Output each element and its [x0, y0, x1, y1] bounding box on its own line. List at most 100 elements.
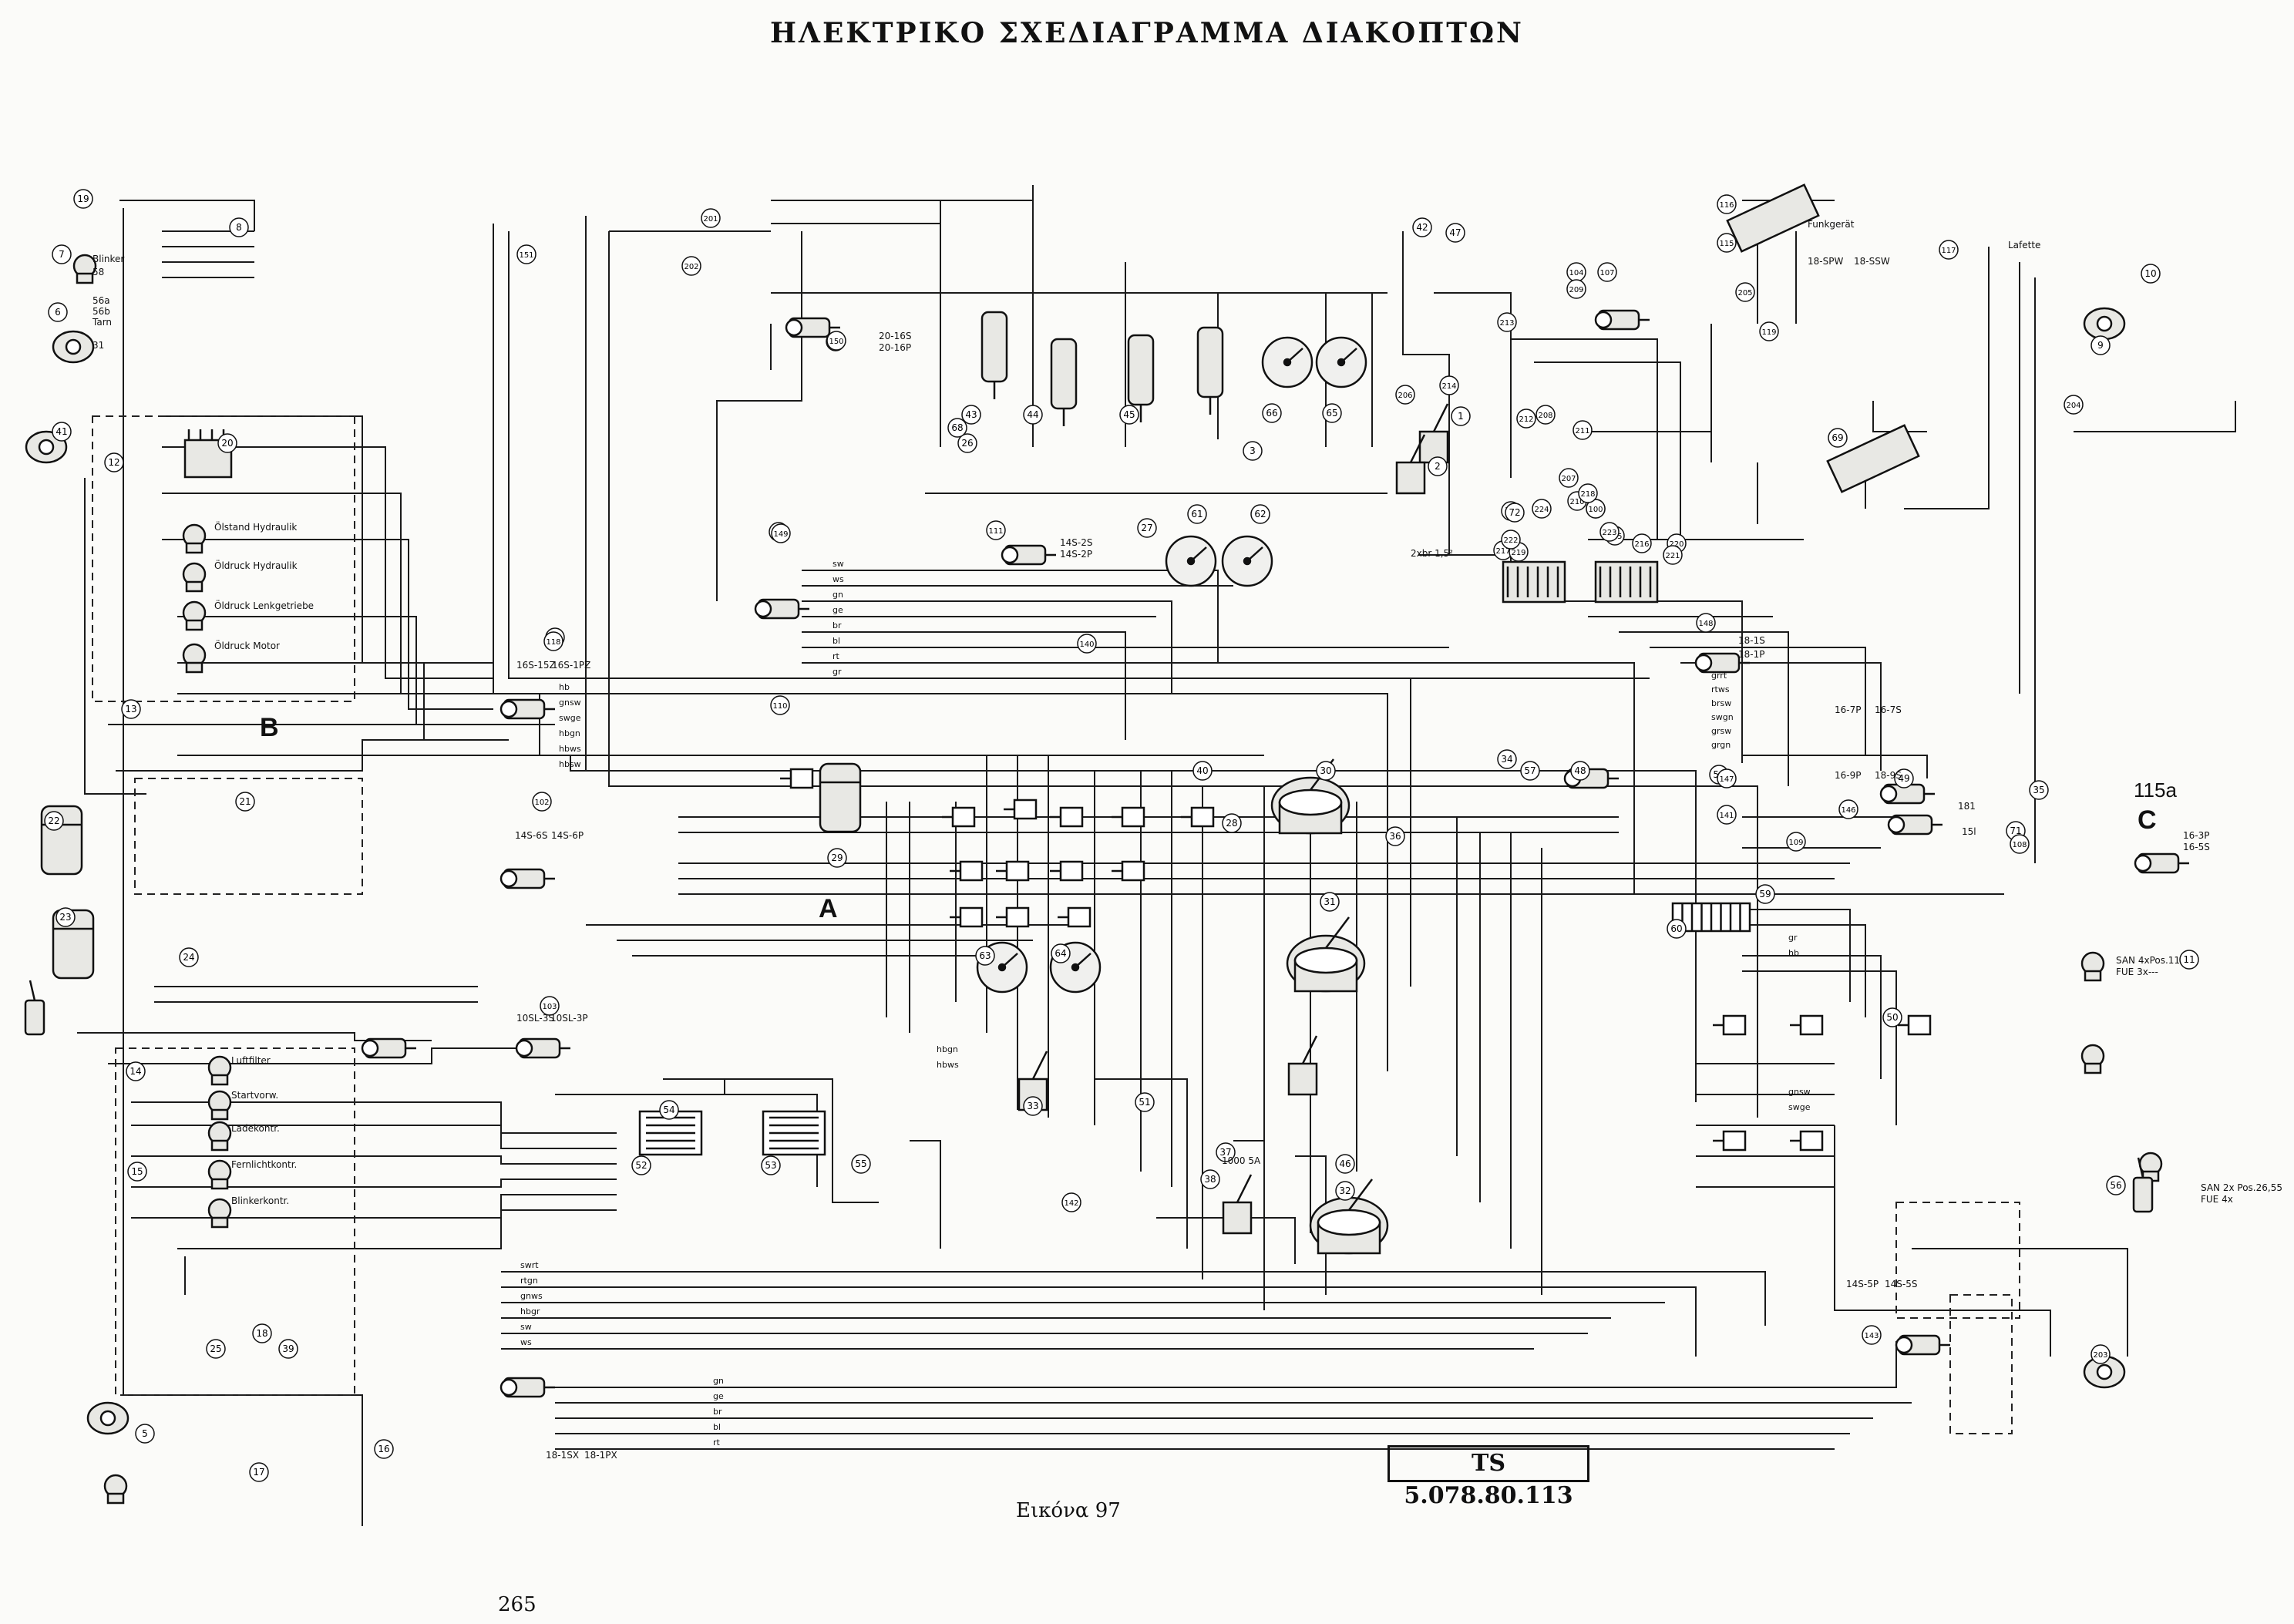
callout-53: 53 — [765, 1160, 776, 1171]
component-symbols — [24, 183, 2189, 1505]
callout-ring-56 — [2106, 1175, 2126, 1195]
callout-19: 19 — [77, 193, 89, 204]
callout-49: 49 — [1898, 773, 1909, 784]
wire-6 — [84, 478, 146, 795]
terminal-label-c14s_2s: 14S-2S — [1060, 537, 1092, 548]
terminal-label-56b: 56b — [92, 306, 110, 317]
wire-code-29: bl — [713, 1422, 721, 1432]
callout-110: 110 — [772, 702, 787, 711]
lamp-symbol — [103, 1474, 128, 1505]
relay-symbol — [950, 906, 984, 928]
wire-104 — [1912, 1248, 2128, 1357]
callout-ring-119 — [1759, 321, 1779, 341]
callout-ring-147 — [1717, 768, 1737, 788]
relay-symbol — [1112, 860, 1145, 882]
wire-123 — [716, 231, 802, 601]
callout-149: 149 — [773, 530, 788, 539]
wire-94 — [1742, 970, 1897, 1125]
callout-16: 16 — [378, 1444, 389, 1454]
terminal-label-ladekontr: Ladekontr. — [231, 1123, 280, 1134]
wire-12 — [162, 446, 493, 679]
wire-92 — [1742, 924, 1866, 1017]
terminal-label-san2: SAN 2x Pos.26,55 — [2201, 1182, 2282, 1193]
relay-symbol — [942, 806, 976, 828]
callout-8: 8 — [236, 222, 242, 233]
terminal-label-tarn: Tarn — [92, 317, 112, 328]
callout-ring-149 — [771, 523, 791, 543]
wire-106 — [1872, 401, 1927, 432]
callout-ring-65 — [1322, 403, 1342, 423]
callout-3: 3 — [1250, 446, 1256, 456]
callout-103: 103 — [542, 1003, 557, 1011]
relay-symbol — [1050, 806, 1084, 828]
callout-146: 146 — [1841, 806, 1855, 815]
fusebox-symbol — [762, 1110, 826, 1156]
callout-ring-36 — [1385, 826, 1405, 846]
lamp-symbol — [207, 1055, 232, 1086]
callout-ring-214 — [1439, 375, 1459, 395]
callout-ring-23 — [56, 907, 76, 927]
terminal-label-fernlicht: Fernlichtkontr. — [231, 1159, 297, 1170]
callout-104: 104 — [1569, 269, 1583, 277]
callout-43: 43 — [965, 409, 977, 420]
callout-ring-41 — [52, 422, 72, 442]
terminal-label-c20_16p: 20-16P — [879, 342, 911, 353]
wire-code-20: swrt — [520, 1260, 539, 1270]
wire-100 — [1904, 247, 1990, 509]
callout-ring-2 — [1428, 456, 1448, 476]
callout-ring-29 — [827, 848, 847, 868]
wire-46 — [802, 631, 1126, 740]
sender-block-symbol — [183, 429, 233, 479]
callout-38: 38 — [1204, 1174, 1216, 1185]
callout-ring-151 — [516, 244, 536, 264]
callout-216: 216 — [1634, 540, 1649, 549]
wire-code-6: rt — [832, 651, 840, 661]
callout-47: 47 — [1449, 227, 1461, 238]
wire-code-12: hbws — [559, 744, 581, 754]
battery-symbol — [1594, 560, 1659, 604]
wire-code-8: hb — [559, 682, 570, 692]
plug-symbol — [1895, 1334, 1950, 1356]
callout-221: 221 — [1665, 552, 1680, 560]
callout-54: 54 — [663, 1105, 674, 1115]
callout-204: 204 — [2066, 402, 2080, 410]
callout-ring-3 — [1243, 441, 1263, 461]
callout-ring-37 — [1216, 1142, 1236, 1162]
callout-5: 5 — [142, 1428, 148, 1439]
callout-25: 25 — [210, 1343, 221, 1354]
callout-150: 150 — [829, 338, 843, 346]
dashed-group-box-1 — [115, 1047, 355, 1396]
wire-code-4: br — [832, 620, 842, 630]
callout-ring-205 — [1735, 282, 1755, 302]
callout-117: 117 — [1941, 247, 1956, 255]
terminal-label-z18spw: 18-SPW — [1808, 256, 1843, 267]
wire-code-19: grgn — [1711, 740, 1731, 750]
wire-code-2: gn — [832, 590, 843, 600]
callout-14: 14 — [130, 1066, 141, 1077]
wire-code-34: swge — [1788, 1102, 1811, 1112]
relay-symbol — [1181, 806, 1215, 828]
callout-6: 6 — [55, 307, 61, 318]
callout-ring-100 — [1586, 499, 1606, 519]
callout-217: 217 — [1495, 547, 1510, 556]
callout-40: 40 — [1196, 765, 1208, 776]
lamp-symbol — [207, 1090, 232, 1121]
callout-20: 20 — [221, 438, 233, 449]
callout-17: 17 — [253, 1467, 264, 1478]
callout-ring-31 — [1320, 892, 1340, 912]
terminal-label-funkgeraet: Funkgerät — [1808, 219, 1855, 230]
lamp-symbol — [207, 1159, 232, 1190]
callout-211: 211 — [1575, 427, 1589, 435]
callout-32: 32 — [1339, 1185, 1350, 1196]
wire-code-35: hbgn — [937, 1044, 958, 1054]
callout-ring-102 — [532, 792, 552, 812]
callout-ring-47 — [1445, 223, 1465, 243]
callout-ring-35 — [2029, 780, 2049, 800]
wire-code-23: hbgr — [520, 1306, 540, 1316]
switch-symbol — [2132, 1157, 2154, 1213]
terminal-label-58: 58 — [92, 267, 104, 277]
callout-108: 108 — [2012, 841, 2027, 849]
gauge-symbol — [1221, 535, 1273, 587]
lamp-symbol — [182, 600, 207, 631]
